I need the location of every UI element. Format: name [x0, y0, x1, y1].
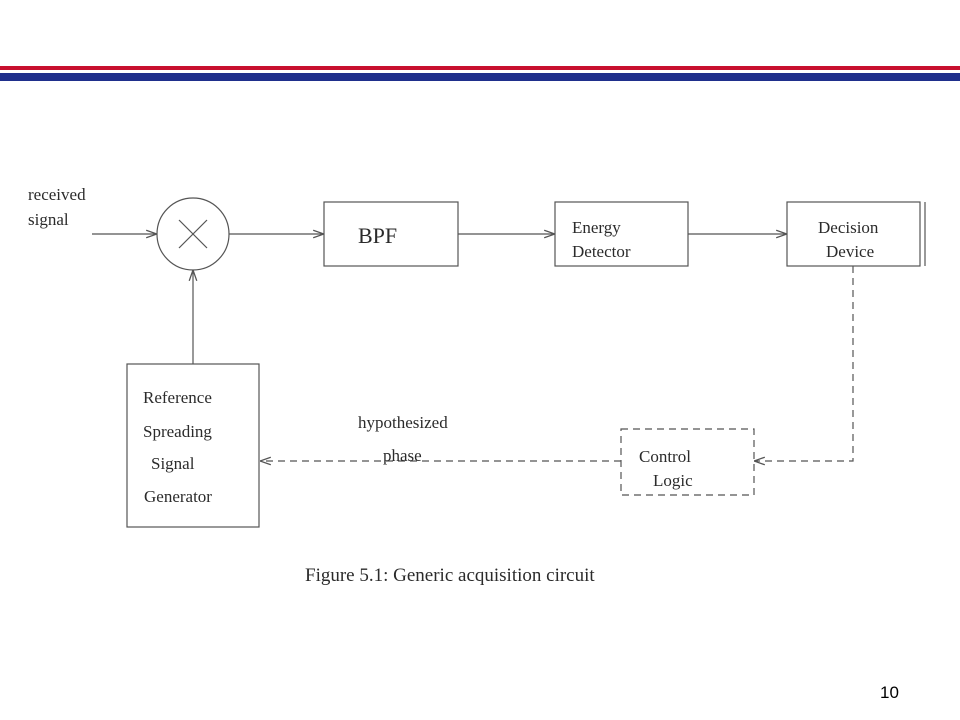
generator-line2: Spreading	[143, 422, 212, 441]
control-logic-line2: Logic	[653, 471, 693, 490]
page-number: 10	[880, 683, 899, 702]
decision-device-line1: Decision	[818, 218, 879, 237]
header-rule-red	[0, 66, 960, 70]
energy-detector-line1: Energy	[572, 218, 621, 237]
generator-line3: Signal	[151, 454, 195, 473]
input-label-line2: signal	[28, 210, 69, 229]
mixer	[156, 197, 230, 271]
figure-caption: Figure 5.1: Generic acquisition circuit	[305, 565, 595, 586]
energy-detector-line2: Detector	[572, 242, 631, 261]
control-logic-line1: Control	[639, 447, 691, 466]
decision-device-line2: Device	[826, 242, 874, 261]
decision-to-control-arrow	[754, 266, 854, 461]
header-rule-blue	[0, 73, 960, 81]
generator-line1: Reference	[143, 388, 212, 407]
hypothesized-label-line1: hypothesized	[358, 413, 448, 432]
input-label-line1: received	[28, 185, 86, 204]
mixer-cross-b	[178, 219, 208, 249]
bpf-label: BPF	[358, 223, 397, 248]
control-logic-block	[620, 428, 755, 496]
hypothesized-label-line2: phase	[383, 446, 422, 465]
generator-line4: Generator	[144, 487, 212, 506]
